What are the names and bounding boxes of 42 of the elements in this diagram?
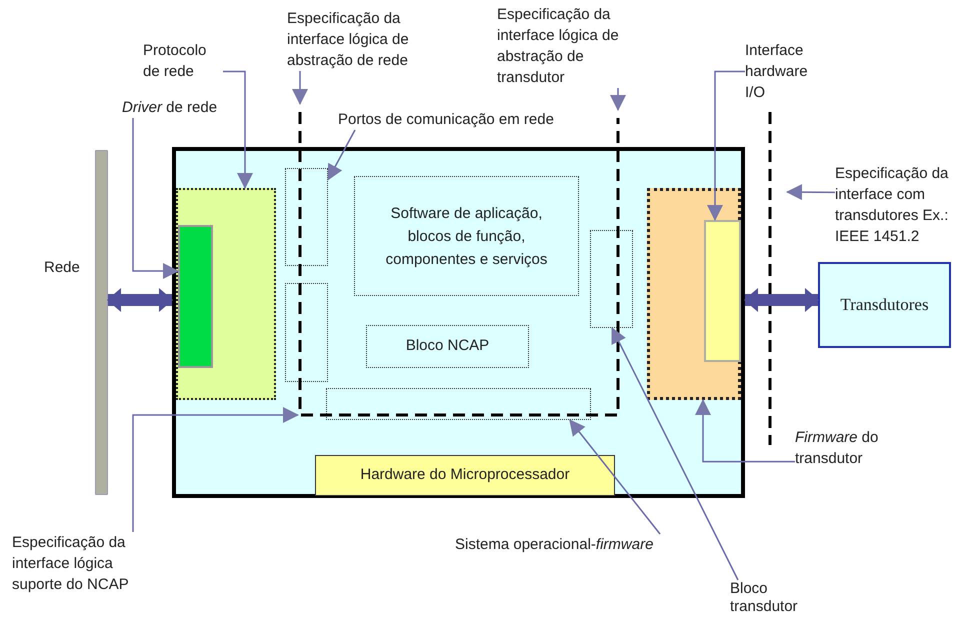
network-driver-box xyxy=(178,225,213,368)
leader-arrow xyxy=(786,184,835,200)
transducer-block-box xyxy=(590,230,633,328)
software-box xyxy=(354,176,579,296)
box-label: Software de aplicação, blocos de função, componentes e serviços xyxy=(384,204,548,270)
ncap-block-box xyxy=(366,325,529,368)
transducers-box xyxy=(818,262,951,348)
io-hardware-box xyxy=(704,220,741,362)
os-firmware-box xyxy=(326,388,591,420)
ncap-box xyxy=(172,147,745,498)
double-arrow xyxy=(107,288,173,312)
leader-arrow xyxy=(569,419,661,534)
annotation-label: Firmware do transdutor xyxy=(795,427,885,490)
leader-arrow xyxy=(611,327,739,580)
box-label: Hardware do Microprocessador xyxy=(360,465,570,486)
box-label: Bloco NCAP xyxy=(406,336,490,356)
leader-arrow xyxy=(132,118,179,279)
annotation-label: Bloco transdutor xyxy=(730,580,810,616)
annotation-label: Especificação da interface lógica de abstração de transdutor xyxy=(497,4,647,88)
microprocessor-box xyxy=(315,455,615,496)
box-label: Transdutores xyxy=(840,294,929,316)
leader-arrow xyxy=(610,88,626,111)
network-protocol-box xyxy=(176,188,276,400)
double-arrow xyxy=(744,288,819,312)
leader-arrow xyxy=(132,407,299,532)
annotation-label: Interface hardware I/O xyxy=(745,40,820,103)
annotation-label: Especificação da interface lógica suporte do NCAP xyxy=(12,532,152,595)
leader-arrow xyxy=(695,399,795,462)
leader-arrow xyxy=(707,70,745,221)
leader-arrow xyxy=(327,130,356,181)
annotation-label: Portos de comunicação em rede xyxy=(338,109,602,130)
transducer-firmware-box xyxy=(647,188,741,400)
port-box xyxy=(285,283,328,382)
leader-arrow xyxy=(223,70,253,189)
leader-arrow xyxy=(292,71,308,105)
annotation-label: Driver de rede xyxy=(122,97,242,118)
annotation-label: Sistema operacional-firmware xyxy=(455,534,705,555)
port-box xyxy=(285,168,328,266)
annotation-label: Especificação da interface lógica de abstração de rede xyxy=(287,8,447,71)
annotation-label: Protocolo de rede xyxy=(143,40,223,82)
bus-label: Rede xyxy=(44,258,80,278)
annotation-label: Especificação da interface com transdutores Ex.: IEEE 1451.2 xyxy=(835,163,975,247)
